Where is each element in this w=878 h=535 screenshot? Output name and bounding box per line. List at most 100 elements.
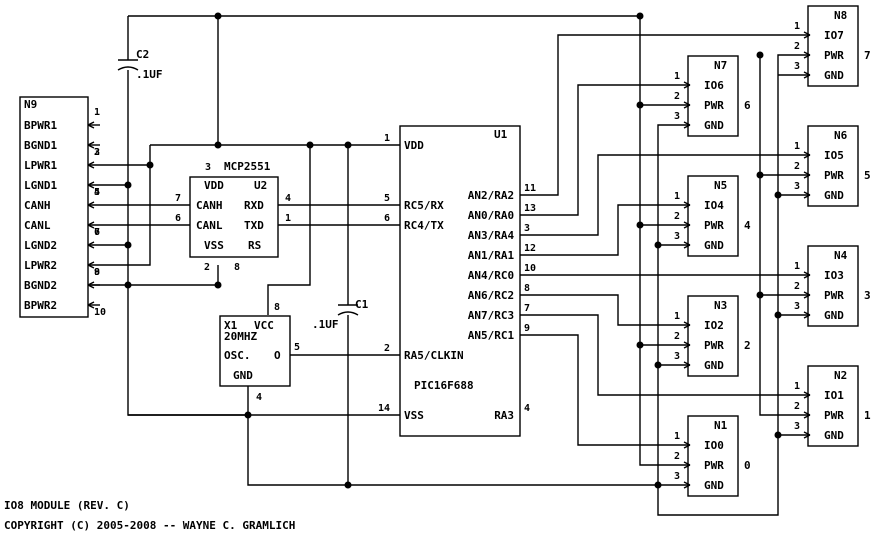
n9-pin-label: CANL — [24, 219, 51, 232]
io-header-ref: N6 — [834, 129, 848, 142]
wire-io4 — [520, 204, 690, 256]
wire-gnd-right — [778, 74, 810, 436]
wire-lpwr — [88, 145, 151, 266]
u1-right-pin-label: AN1/RA1 — [468, 249, 515, 262]
io-header-pin-label: IO3 — [824, 269, 844, 282]
io-header-pin-number: 2 — [794, 161, 800, 172]
u1-left-pin-label: VSS — [404, 409, 424, 422]
n8-body — [807, 5, 859, 87]
io-header-pin-arrow — [803, 31, 811, 39]
junction-dot — [124, 281, 132, 289]
io-header-pin-arrow — [803, 271, 811, 279]
io-header-pin-label: GND — [824, 309, 844, 322]
wire-rx-tx — [278, 204, 400, 226]
io-header-pin-number: 3 — [794, 181, 800, 192]
n9-pin-number: 9 — [94, 267, 100, 278]
n9-connector-body — [19, 96, 89, 318]
u1-right-pin-label: AN5/RC1 — [468, 329, 515, 342]
io-header-pin-label: IO6 — [704, 79, 724, 92]
io-header-pin-arrow — [683, 221, 691, 229]
io-header-pin-label: GND — [704, 119, 724, 132]
io-header-pin-arrow — [683, 241, 691, 249]
io-header-pin-arrow — [803, 431, 811, 439]
u1-right-pin-label: AN4/RC0 — [468, 269, 514, 282]
io-header-pin-label: PWR — [824, 49, 844, 62]
u1-left-pin-label: RA5/CLKIN — [404, 349, 464, 362]
wire-osc-vcc — [267, 145, 311, 315]
io-header-pin-arrow — [803, 171, 811, 179]
u1-body — [399, 125, 521, 437]
wire-gnd-loop — [657, 54, 810, 516]
u1-right-pin-label: AN7/RC3 — [468, 309, 514, 322]
u1-left-pin-label: RC4/TX — [404, 219, 444, 232]
io-header-ref: N2 — [834, 369, 847, 382]
wire-io5 — [520, 154, 810, 236]
io-header-pin-arrow — [803, 291, 811, 299]
io-header-pin-arrow — [803, 51, 811, 59]
junction-dot — [124, 181, 132, 189]
io-header-pin-label: IO4 — [704, 199, 724, 212]
io-header-pin-number: 2 — [794, 281, 800, 292]
io-header-pin-number: 1 — [794, 381, 800, 392]
io-header-pin-number: 1 — [674, 71, 680, 82]
io-header-index: 1 — [864, 409, 871, 422]
u1-right-pin-number: 7 — [524, 303, 530, 314]
u2-pin8: 8 — [234, 262, 240, 273]
u1-right-pin-number: 4 — [524, 403, 530, 414]
u1-right-pin-label: AN2/RA2 — [468, 189, 514, 202]
u1-right-pin-number: 12 — [524, 243, 536, 254]
c1-ref: C1 — [355, 298, 369, 311]
junction-dot — [146, 161, 154, 169]
io-header-pin-label: PWR — [704, 339, 724, 352]
n9-pin-number: 10 — [94, 307, 106, 318]
u2-pin6: 6 — [175, 213, 181, 224]
n9-pin-arrow — [87, 181, 95, 189]
u1-left-pin-number: 2 — [384, 343, 390, 354]
junction-dot — [636, 341, 644, 349]
junction-dot — [214, 281, 222, 289]
io-header-pin-arrow — [803, 391, 811, 399]
io-header-pin-number: 1 — [674, 191, 680, 202]
u1-left-pin-label: VDD — [404, 139, 424, 152]
io-header-pin-label: GND — [704, 239, 724, 252]
wire-lgnd — [88, 184, 219, 286]
io-header-pin-label: GND — [824, 429, 844, 442]
junction-dot — [774, 431, 782, 439]
wire-io6 — [520, 84, 690, 216]
io-header-pin-number: 3 — [674, 111, 680, 122]
io-header-pin-label: PWR — [704, 219, 724, 232]
io-header-index: 7 — [864, 49, 871, 62]
n9-pin-arrow — [87, 201, 95, 209]
io-header-index: 5 — [864, 169, 871, 182]
io-header-pin-number: 3 — [674, 231, 680, 242]
n5-body — [687, 175, 739, 257]
x1-pin4: 4 — [256, 392, 262, 403]
u1-right-pin-number: 11 — [524, 183, 536, 194]
copyright: COPYRIGHT (C) 2005-2008 -- WAYNE C. GRAM… — [4, 519, 295, 532]
u1-right-pin-group: AN2/RA211AN0/RA013AN3/RA43AN1/RA112AN4/R… — [468, 183, 536, 422]
wire-pwr-left — [640, 104, 690, 346]
io-header-pin-number: 1 — [794, 21, 800, 32]
u1-right-pin-number: 8 — [524, 283, 530, 294]
u1-right-pin-number: 3 — [524, 223, 530, 234]
io-header-pin-arrow — [683, 101, 691, 109]
io-header-pin-arrow — [683, 81, 691, 89]
io-header-pin-label: IO2 — [704, 319, 724, 332]
u2-txd: TXD — [244, 219, 264, 232]
io-header-pin-label: PWR — [824, 289, 844, 302]
io-header-pin-label: GND — [704, 479, 724, 492]
u1-right-pin-number: 13 — [524, 203, 536, 214]
io-header-pin-arrow — [683, 361, 691, 369]
n3-body — [687, 295, 739, 377]
c1-symbol — [337, 304, 359, 316]
n1-body — [687, 415, 739, 497]
io-header-pin-label: GND — [824, 189, 844, 202]
io-header-pin-number: 2 — [674, 91, 680, 102]
u1-part: PIC16F688 — [414, 379, 474, 392]
io-header-index: 6 — [744, 99, 751, 112]
junction-dot — [244, 411, 252, 419]
